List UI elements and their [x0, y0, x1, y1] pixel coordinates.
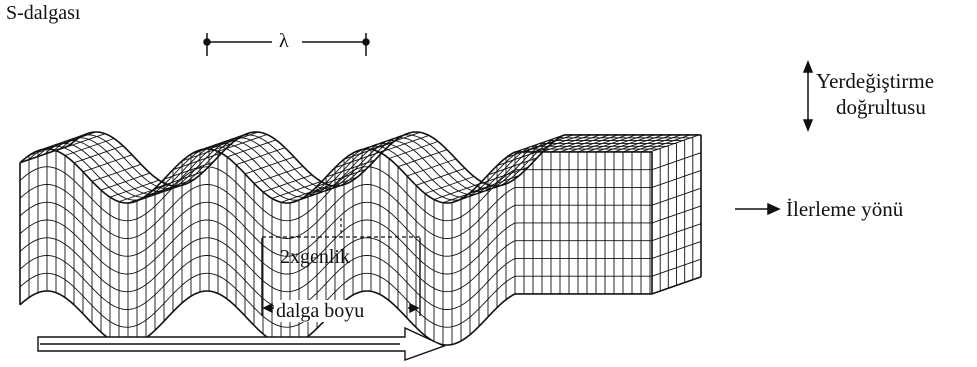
- mesh-top-cross: [109, 179, 160, 198]
- mesh-side-horizontal: [651, 187, 702, 206]
- mesh-side-horizontal: [651, 205, 702, 224]
- mesh-top-cross: [415, 167, 466, 186]
- displacement-direction-arrow: [802, 59, 814, 133]
- mesh-top-cross: [118, 184, 169, 203]
- mesh-front-horizontal: [19, 237, 652, 293]
- mesh-side-horizontal: [651, 169, 702, 188]
- mesh-top-line: [27, 145, 661, 201]
- mesh-top-cross: [433, 182, 484, 201]
- mesh-top-cross: [46, 131, 97, 150]
- mesh-top-cross: [532, 134, 583, 153]
- mesh-top-cross: [82, 154, 133, 173]
- mesh-top-cross: [577, 134, 628, 153]
- mesh-front-horizontal: [19, 166, 652, 222]
- mesh-front-horizontal: [19, 255, 652, 310]
- displacement-label-line1: Yerdeğiştirme: [816, 69, 935, 93]
- mesh-front-horizontal: [19, 272, 652, 328]
- displacement-label-line2: doğrultusu: [836, 95, 926, 119]
- figure-title: S-dalgası: [6, 2, 81, 24]
- mesh-top-cross: [262, 174, 313, 193]
- mesh-front-horizontal: [19, 184, 652, 239]
- mesh-side-horizontal: [651, 240, 702, 259]
- mesh-top-cross: [478, 166, 529, 185]
- lambda-label: λ: [276, 30, 292, 52]
- mesh-top-cross: [163, 161, 214, 180]
- mesh-top-cross: [523, 134, 574, 153]
- propagation-label: İlerleme yönü: [786, 197, 904, 221]
- propagation-direction-arrow: [735, 202, 781, 216]
- mesh-top-cross: [343, 141, 394, 160]
- mesh-top-cross: [325, 159, 376, 178]
- mesh-side-horizontal: [651, 223, 702, 242]
- mesh-top-cross: [397, 149, 448, 168]
- mesh-front-horizontal: [19, 201, 652, 257]
- mesh-top-cross: [145, 178, 196, 197]
- mesh-top-cross: [271, 180, 322, 199]
- mesh-top-cross: [190, 136, 241, 155]
- mesh-top-cross: [406, 158, 457, 177]
- mesh-top-cross: [622, 134, 673, 153]
- bottom-right-edge: [651, 276, 702, 295]
- mesh-top-cross: [136, 183, 187, 202]
- mesh-top-cross: [568, 134, 619, 153]
- mesh-top-cross: [424, 176, 475, 194]
- amplitude-marker: [262, 218, 420, 238]
- mesh-top-cross: [514, 134, 565, 153]
- mesh-top-cross: [226, 139, 277, 158]
- mesh-side-horizontal: [651, 152, 702, 171]
- mesh-top-cross: [154, 170, 205, 189]
- mesh-top-line: [52, 137, 685, 193]
- left-top-edge: [19, 145, 70, 164]
- wavelength-marker: [261, 238, 421, 316]
- mesh-top-cross: [541, 134, 592, 153]
- mesh-top-cross: [631, 134, 682, 153]
- mesh-top-cross: [469, 175, 520, 194]
- mesh-top-cross: [235, 147, 286, 166]
- mesh-top-cross: [586, 134, 637, 153]
- mesh-top-cross: [172, 152, 223, 171]
- mesh-top-line: [68, 131, 701, 187]
- mesh-top-cross: [379, 134, 430, 153]
- mesh-top-cross: [208, 131, 259, 150]
- mesh-side-horizontal: [651, 258, 702, 277]
- mesh-top-cross: [73, 145, 124, 164]
- mesh-top-cross: [334, 150, 385, 169]
- mesh-top-cross: [181, 143, 232, 162]
- mesh-top-cross: [559, 134, 610, 153]
- mesh-top-cross: [604, 134, 655, 153]
- mesh-top-cross: [487, 157, 538, 176]
- mesh-top-cross: [595, 134, 646, 153]
- back-top-edge: [68, 131, 701, 187]
- mesh-top-cross: [127, 185, 178, 204]
- mesh-top-cross: [388, 141, 439, 159]
- mesh-top-cross: [244, 156, 295, 175]
- wavelength-label: dalga boyu: [274, 300, 367, 322]
- mesh-top-cross: [613, 134, 664, 153]
- mesh-top-line: [35, 142, 669, 198]
- front-top-edge: [19, 148, 652, 204]
- mesh-front-horizontal: [19, 219, 652, 275]
- lambda-marker: [203, 33, 370, 56]
- big-propagation-arrow-icon: [37, 326, 446, 361]
- mesh-top-cross: [100, 172, 151, 191]
- mesh-top-cross: [280, 184, 331, 203]
- mesh-top-cross: [649, 134, 700, 153]
- mesh-top-cross: [550, 134, 601, 153]
- mesh-top-cross: [37, 133, 88, 152]
- mesh-top-cross: [91, 163, 142, 182]
- mesh-top-cross: [253, 165, 304, 184]
- mesh-top-cross: [64, 138, 115, 156]
- mesh-top-cross: [640, 134, 691, 153]
- amplitude-label: 2xgenlik: [280, 246, 350, 268]
